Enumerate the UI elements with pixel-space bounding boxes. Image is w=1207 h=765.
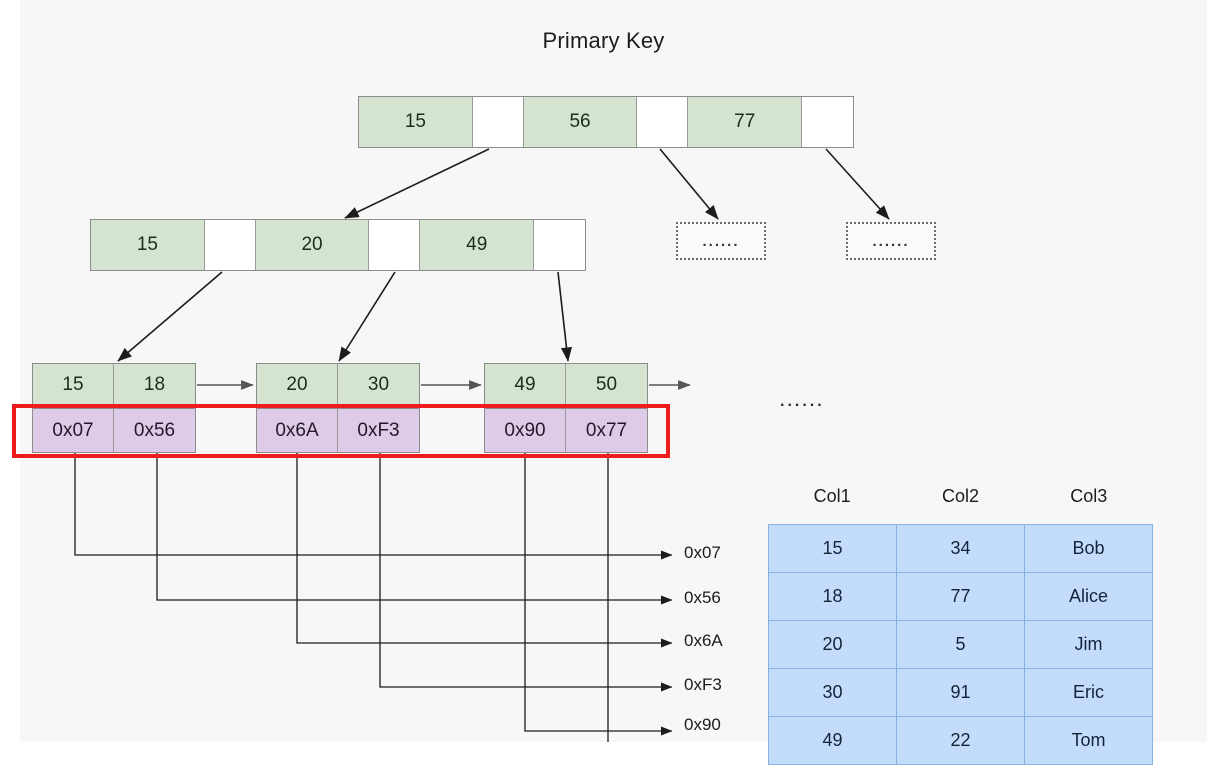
table-cell: 22 — [896, 716, 1025, 765]
row-address-label: 0xF3 — [684, 675, 722, 694]
leaf-node-pointers: 0x07 0x56 — [32, 408, 196, 453]
table-row: 20 5 Jim — [768, 620, 1153, 669]
table-cell: 91 — [896, 668, 1025, 717]
leaf-key-cell: 20 — [257, 364, 338, 406]
table-header-cell: Col3 — [1070, 486, 1108, 506]
table-cell: 18 — [768, 572, 897, 621]
leaf-key-cell: 15 — [33, 364, 114, 406]
btree-root-node: 15 56 77 — [358, 96, 854, 148]
leaf-pointer-cell: 0x56 — [114, 409, 195, 452]
leaf-key-cell: 18 — [114, 364, 195, 406]
page-title: Primary Key — [542, 28, 665, 53]
leaf-node-pointers: 0x6A 0xF3 — [256, 408, 420, 453]
table-column-headers: Col1 Col2 Col3 — [768, 486, 1153, 507]
leaf-pointer-cell: 0x07 — [33, 409, 114, 452]
internal-pointer-cell — [204, 220, 256, 270]
root-key-cell: 15 — [359, 97, 473, 147]
diagram-canvas: Primary Key — [12, 28, 1153, 765]
placeholder-subtree-box: ...... — [676, 222, 766, 260]
root-pointer-cell — [472, 97, 524, 147]
row-address-label: 0x56 — [684, 588, 721, 607]
table-cell: 5 — [896, 620, 1025, 669]
internal-key-cell: 20 — [255, 220, 370, 270]
table-header-cell: Col1 — [813, 486, 851, 506]
leaf-node-pointers: 0x90 0x77 — [484, 408, 648, 453]
leaf-pointer-cell: 0x90 — [485, 409, 566, 452]
table-cell: Jim — [1024, 620, 1153, 669]
leaf-key-cell: 50 — [566, 364, 647, 406]
table-cell: 20 — [768, 620, 897, 669]
row-address-label: 0x07 — [684, 543, 721, 562]
table-cell: 34 — [896, 524, 1025, 573]
table-cell: 77 — [896, 572, 1025, 621]
internal-key-cell: 15 — [91, 220, 205, 270]
table-cell: Tom — [1024, 716, 1153, 765]
leaf-node-keys: 49 50 — [484, 363, 648, 407]
internal-key-cell: 49 — [420, 220, 535, 270]
table-cell: 30 — [768, 668, 897, 717]
root-pointer-cell — [802, 97, 853, 147]
ellipsis-label: ...... — [780, 393, 825, 410]
internal-pointer-cell — [369, 220, 421, 270]
table-cell: 15 — [768, 524, 897, 573]
table-cell: Bob — [1024, 524, 1153, 573]
root-key-cell: 77 — [688, 97, 803, 147]
btree-internal-node: 15 20 49 — [90, 219, 586, 271]
leaf-key-cell: 30 — [338, 364, 419, 406]
table-header-cell: Col2 — [941, 486, 979, 506]
table-row: 18 77 Alice — [768, 572, 1153, 621]
leaf-pointer-cell: 0xF3 — [338, 409, 419, 452]
leaf-node-keys: 15 18 — [32, 363, 196, 407]
table-cell: Alice — [1024, 572, 1153, 621]
table-row: 15 34 Bob — [768, 524, 1153, 573]
row-address-label: 0x6A — [684, 631, 723, 650]
leaf-pointer-cell: 0x77 — [566, 409, 647, 452]
root-pointer-cell — [637, 97, 689, 147]
table-cell: 49 — [768, 716, 897, 765]
highlight-box — [12, 404, 670, 458]
leaf-pointer-cell: 0x6A — [257, 409, 338, 452]
leaf-key-cell: 49 — [485, 364, 566, 406]
table-row: 49 22 Tom — [768, 716, 1153, 765]
table-cell: Eric — [1024, 668, 1153, 717]
row-address-label: 0x90 — [684, 715, 721, 734]
table-row: 30 91 Eric — [768, 668, 1153, 717]
placeholder-subtree-box: ...... — [846, 222, 936, 260]
internal-pointer-cell — [534, 220, 585, 270]
data-table: 15 34 Bob 18 77 Alice 20 5 Jim 30 91 Eri… — [768, 524, 1153, 765]
leaf-node-keys: 20 30 — [256, 363, 420, 407]
root-key-cell: 56 — [523, 97, 638, 147]
